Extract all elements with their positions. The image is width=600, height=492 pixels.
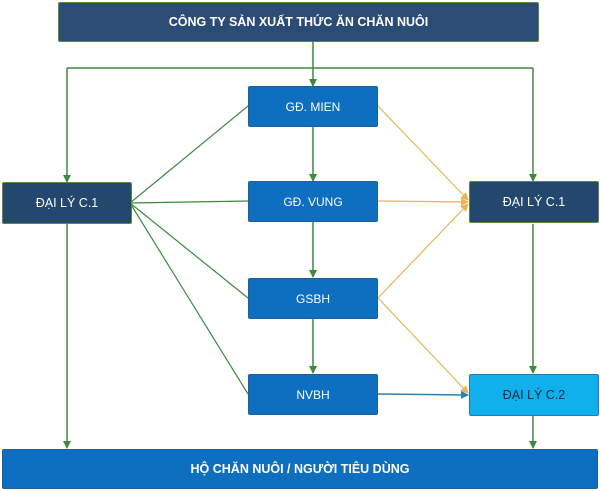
nvbh-box: NVBH (248, 374, 378, 415)
gsbh-to-agent-c2-arrow (377, 297, 469, 394)
gd-vung-label: GĐ. VUNG (283, 194, 343, 209)
nvbh-label: NVBH (296, 387, 330, 402)
left-agent-fan-lines (129, 105, 249, 395)
gd-vung-box: GĐ. VUNG (248, 181, 378, 222)
left-agent-to-gd-vung-line (129, 200, 249, 204)
orange-flow-lines (377, 105, 469, 394)
agent-c2-label: ĐẠI LÝ C.2 (502, 388, 566, 402)
nvbh-to-agent-c2-arrow (377, 390, 469, 399)
agent-c1-right-label: ĐẠI LÝ C.1 (502, 195, 566, 209)
gd-vung-to-right-agent-arrow (377, 197, 469, 206)
gd-mien-box: GĐ. MIEN (248, 86, 378, 127)
gsbh-box: GSBH (248, 278, 378, 319)
company-distribution-lines (63, 42, 537, 183)
gd-mien-label: GĐ. MIEN (285, 99, 341, 114)
agent-c2-box: ĐẠI LÝ C.2 (469, 374, 599, 416)
agent-c1-left-box: ĐẠI LÝ C.1 (2, 182, 132, 224)
gsbh-to-right-agent-arrow (377, 203, 469, 299)
agent-c1-right-box: ĐẠI LÝ C.1 (469, 181, 599, 223)
company-label: CÔNG TY SẢN XUẤT THỨC ĂN CHĂN NUÔI (168, 15, 429, 29)
left-agent-to-gd-mien-line (129, 105, 249, 204)
left-agent-to-nvbh-line (129, 202, 249, 395)
company-box: CÔNG TY SẢN XUẤT THỨC ĂN CHĂN NUÔI (58, 2, 539, 42)
agent-c1-left-label: ĐẠI LÝ C.1 (35, 196, 99, 210)
gd-mien-to-right-agent-arrow (377, 105, 469, 201)
end-customer-label: HỘ CHĂN NUÔI / NGƯỜI TIÊU DÙNG (190, 462, 410, 476)
left-agent-to-gsbh-line (129, 202, 249, 299)
end-customer-box: HỘ CHĂN NUÔI / NGƯỜI TIÊU DÙNG (2, 449, 598, 489)
gsbh-label: GSBH (295, 291, 330, 306)
